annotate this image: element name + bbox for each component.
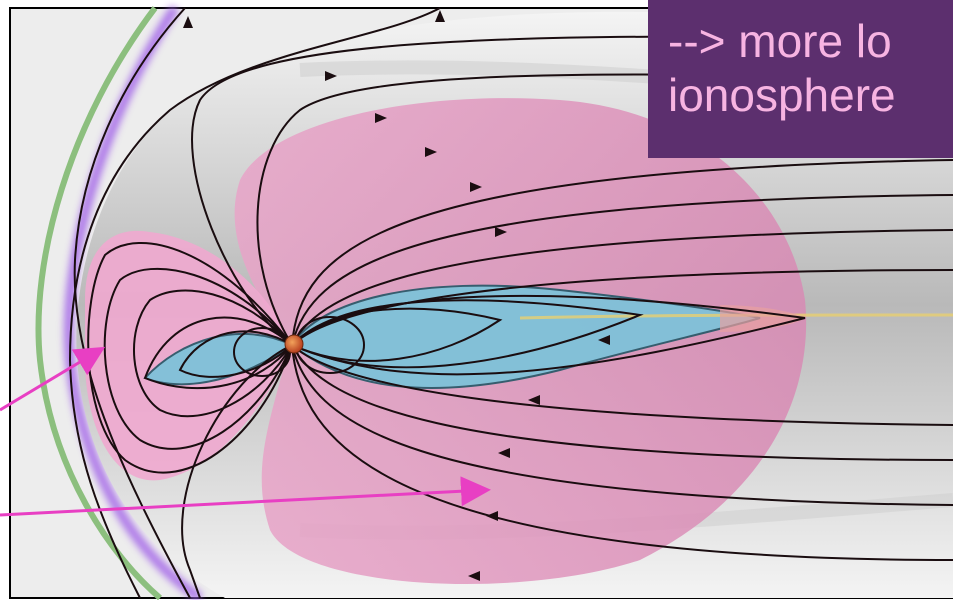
direction-arrow <box>470 182 482 192</box>
direction-arrow <box>425 147 437 157</box>
planet-marker <box>284 334 304 354</box>
caption-line-2: ionosphere <box>668 69 896 121</box>
direction-arrow <box>325 71 337 81</box>
direction-arrows <box>183 10 610 581</box>
direction-arrow <box>375 113 387 123</box>
direction-arrow <box>498 448 510 458</box>
direction-arrow <box>435 10 445 22</box>
direction-arrow <box>183 16 193 28</box>
tail-current-sheet <box>519 313 953 320</box>
direction-arrow <box>468 571 480 581</box>
annotation-arrow-lower <box>0 476 491 517</box>
caption-line-1: --> more lo <box>668 15 892 67</box>
annotation-arrow-upper <box>0 346 106 412</box>
caption-banner: --> more lo ionosphere <box>648 0 953 158</box>
direction-arrow <box>528 395 540 405</box>
tail-field-lines <box>68 7 953 599</box>
closed-field-loops <box>143 294 806 390</box>
magnetopause-outer <box>35 6 162 600</box>
annotation-arrows <box>0 346 491 517</box>
tail-tip <box>720 305 805 332</box>
direction-arrow <box>486 511 498 521</box>
direction-arrow <box>495 227 507 237</box>
direction-arrow <box>598 335 610 345</box>
